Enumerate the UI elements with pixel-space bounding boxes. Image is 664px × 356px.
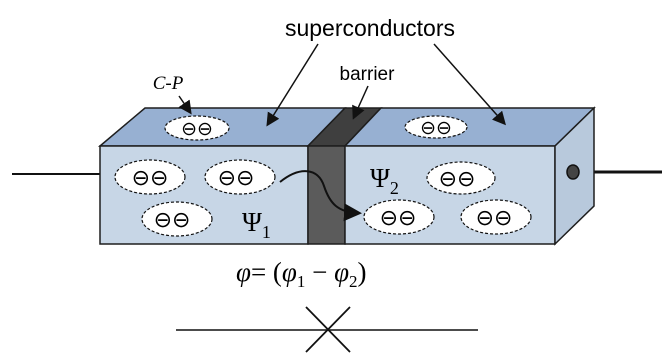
electron-pair-glyph: ⊖⊖ <box>380 205 417 230</box>
cooper-pair-top-right: ⊖⊖ <box>404 115 468 139</box>
electron-pair-glyph: ⊖⊖ <box>181 119 213 140</box>
superconductors-label: superconductors <box>285 15 455 41</box>
josephson-junction-symbol <box>176 306 478 353</box>
cooper-pair-left-3: ⊖⊖ <box>141 201 213 237</box>
cooper-pair-top-left: ⊖⊖ <box>164 115 230 141</box>
electron-pair-glyph: ⊖⊖ <box>439 166 476 191</box>
right-superconductor-top <box>343 107 596 147</box>
barrier-pointer <box>352 85 369 120</box>
psi-1-label: Ψ1 <box>242 207 271 242</box>
cooper-pair-label: C-P <box>153 73 184 94</box>
superconductors-pointer-left <box>266 43 319 127</box>
barrier-front <box>307 145 346 245</box>
cooper-pair-pointer <box>178 95 192 115</box>
cooper-pair-right-2: ⊖⊖ <box>363 199 435 235</box>
electron-pair-glyph: ⊖⊖ <box>154 207 191 232</box>
barrier-label: barrier <box>340 64 396 85</box>
tunneling-arrow <box>279 170 362 222</box>
electron-pair-glyph: ⊖⊖ <box>420 118 452 139</box>
cooper-pair-left-1: ⊖⊖ <box>114 159 186 195</box>
electron-pair-glyph: ⊖⊖ <box>476 205 513 230</box>
cooper-pair-right-1: ⊖⊖ <box>426 161 496 195</box>
electron-pair-glyph: ⊖⊖ <box>132 165 169 190</box>
cooper-pair-left-2: ⊖⊖ <box>204 159 276 195</box>
right-terminal-contact <box>566 164 580 180</box>
electron-pair-glyph: ⊖⊖ <box>218 165 255 190</box>
cooper-pair-right-3: ⊖⊖ <box>460 199 532 235</box>
psi-2-label: Ψ2 <box>370 163 399 198</box>
superconductors-pointer-right <box>433 43 506 126</box>
phase-difference-equation: φ= (φ1 − φ2) <box>236 257 367 291</box>
